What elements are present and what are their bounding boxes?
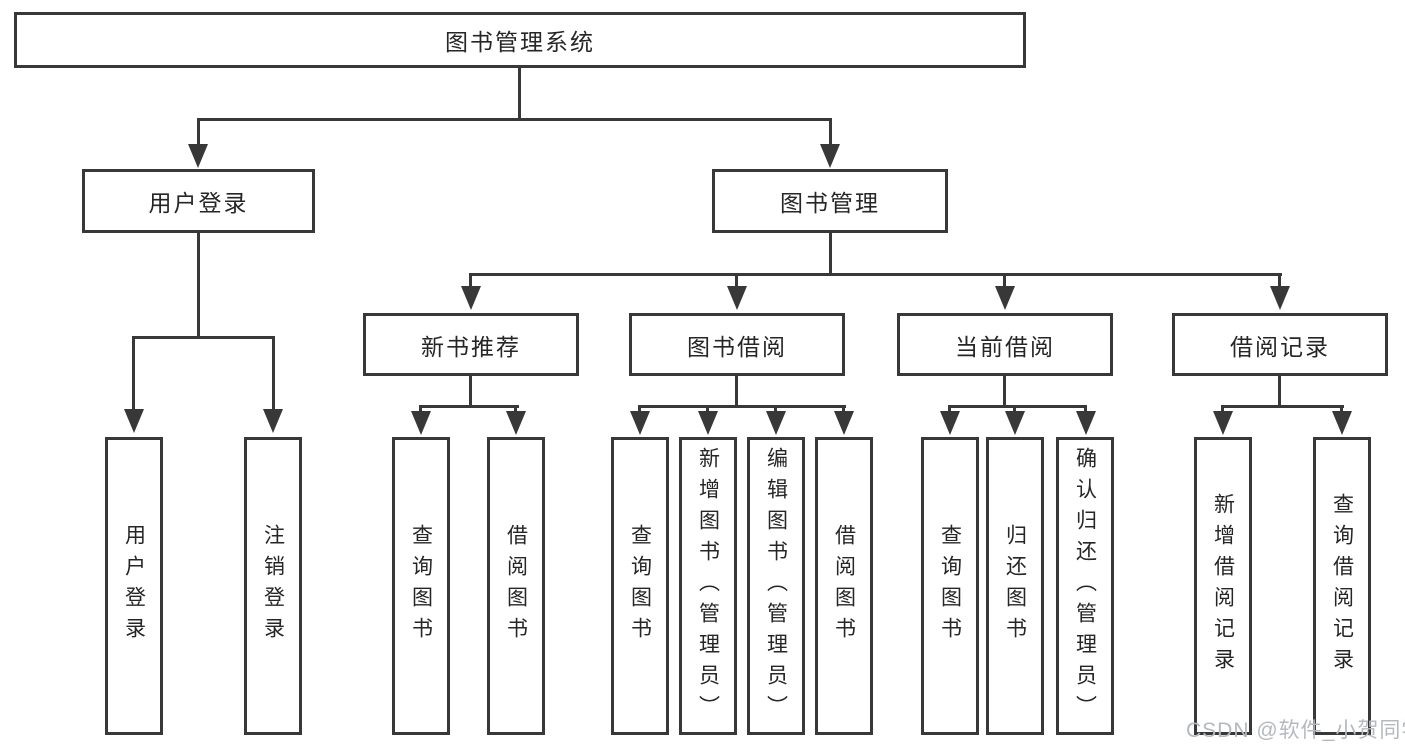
leaf-search-books-recommend: 查询图书	[392, 437, 450, 735]
connector-line	[469, 276, 472, 288]
leaf-logout-label: 注销登录	[261, 524, 285, 648]
node-current-borrowing: 当前借阅	[897, 313, 1113, 376]
connector-line	[132, 336, 275, 339]
node-library-system-label: 图书管理系统	[445, 29, 595, 55]
leaf-add-borrow-record-label: 新增借阅记录	[1211, 493, 1235, 679]
leaf-return-books: 归还图书	[986, 437, 1044, 735]
connector-line	[132, 339, 135, 411]
node-new-book-recommendation-label: 新书推荐	[421, 333, 521, 360]
connector-line	[469, 273, 1282, 276]
watermark: CSDN @软件_小贺同学	[1186, 719, 1405, 742]
leaf-user-login: 用户登录	[105, 437, 163, 735]
connector-line	[829, 233, 832, 275]
arrowhead-down	[940, 411, 960, 435]
connector-line	[518, 68, 521, 121]
node-new-book-recommendation: 新书推荐	[363, 313, 579, 376]
connector-line	[1278, 376, 1281, 407]
connector-line	[638, 405, 846, 408]
leaf-logout: 注销登录	[244, 437, 302, 735]
arrowhead-down	[727, 286, 747, 310]
leaf-confirm-return-admin: 确认归还（管理员）	[1056, 437, 1114, 735]
leaf-add-book-admin: 新增图书（管理员）	[679, 437, 737, 735]
arrowhead-down	[820, 144, 840, 168]
arrowhead-down	[1332, 411, 1352, 435]
arrowhead-down	[411, 411, 431, 435]
arrowhead-down	[188, 144, 208, 168]
arrowhead-down	[995, 286, 1015, 310]
arrowhead-down	[698, 411, 718, 435]
leaf-add-book-admin-label: 新增图书（管理员）	[696, 446, 720, 726]
connector-line	[197, 233, 200, 338]
connector-line	[1003, 376, 1006, 407]
leaf-edit-book-admin-label: 编辑图书（管理员）	[764, 446, 788, 726]
node-book-management: 图书管理	[712, 169, 948, 233]
connector-line	[1221, 405, 1344, 408]
connector-line	[197, 121, 200, 147]
arrowhead-down	[834, 411, 854, 435]
arrowhead-down	[630, 411, 650, 435]
leaf-confirm-return-admin-label: 确认归还（管理员）	[1073, 446, 1097, 726]
node-user-login-label: 用户登录	[148, 190, 249, 216]
node-book-borrowing-label: 图书借阅	[687, 333, 787, 360]
connector-line	[1278, 276, 1281, 288]
leaf-search-books-current-label: 查询图书	[938, 524, 962, 648]
leaf-add-borrow-record: 新增借阅记录	[1194, 437, 1252, 735]
node-book-borrowing: 图书借阅	[629, 313, 845, 376]
arrowhead-down	[1076, 411, 1096, 435]
leaf-borrow-books-borrowing: 借阅图书	[815, 437, 873, 735]
connector-line	[829, 121, 832, 147]
leaf-borrow-books-recommend: 借阅图书	[487, 437, 545, 735]
arrowhead-down	[461, 286, 481, 310]
connector-line	[735, 276, 738, 288]
leaf-user-login-label: 用户登录	[122, 524, 146, 648]
leaf-search-books-borrowing: 查询图书	[611, 437, 669, 735]
arrowhead-down	[1270, 286, 1290, 310]
connector-line	[197, 118, 832, 121]
arrowhead-down	[263, 409, 283, 433]
leaf-search-borrow-record-label: 查询借阅记录	[1330, 493, 1354, 679]
node-borrowing-records: 借阅记录	[1172, 313, 1388, 376]
node-user-login: 用户登录	[82, 169, 315, 233]
connector-line	[735, 376, 738, 407]
node-library-system: 图书管理系统	[14, 12, 1026, 68]
node-book-management-label: 图书管理	[780, 190, 880, 216]
leaf-search-borrow-record: 查询借阅记录	[1313, 437, 1371, 735]
arrowhead-down	[124, 409, 144, 433]
arrowhead-down	[506, 411, 526, 435]
leaf-borrow-books-recommend-label: 借阅图书	[504, 524, 528, 648]
connector-line	[469, 376, 472, 407]
leaf-edit-book-admin: 编辑图书（管理员）	[747, 437, 805, 735]
node-current-borrowing-label: 当前借阅	[955, 333, 1055, 360]
connector-line	[948, 405, 1087, 408]
arrowhead-down	[1213, 411, 1233, 435]
connector-line	[272, 339, 275, 411]
connector-line	[419, 405, 519, 408]
arrowhead-down	[1005, 411, 1025, 435]
arrowhead-down	[766, 411, 786, 435]
leaf-search-books-borrowing-label: 查询图书	[628, 524, 652, 648]
leaf-return-books-label: 归还图书	[1003, 524, 1027, 648]
connector-line	[1003, 276, 1006, 288]
node-borrowing-records-label: 借阅记录	[1230, 333, 1330, 360]
leaf-search-books-current: 查询图书	[921, 437, 979, 735]
leaf-borrow-books-borrowing-label: 借阅图书	[832, 524, 856, 648]
leaf-search-books-recommend-label: 查询图书	[409, 524, 433, 648]
